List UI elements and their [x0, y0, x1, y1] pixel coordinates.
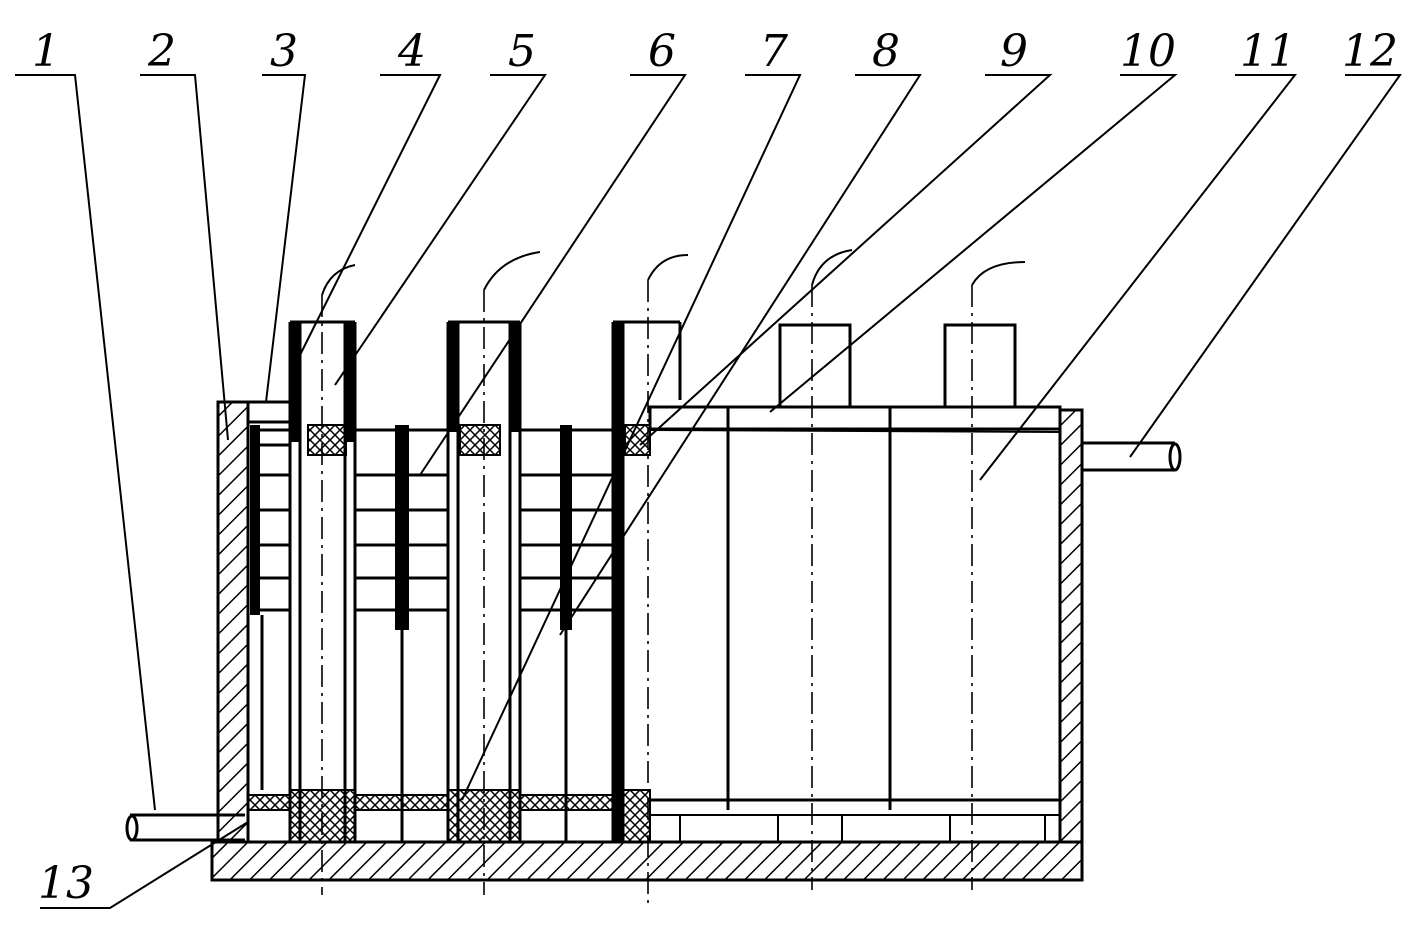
bottom-mesh — [247, 794, 614, 811]
lid-left — [246, 400, 295, 424]
label-12: 12 — [1342, 26, 1398, 77]
label-13: 13 — [38, 858, 94, 909]
right-wall — [1058, 408, 1084, 844]
right-cells — [650, 323, 1060, 842]
label-2: 2 — [147, 26, 176, 77]
label-8: 8 — [872, 26, 900, 77]
label-9: 9 — [1000, 26, 1028, 77]
label-5: 5 — [508, 26, 536, 77]
part-labels: 1 2 3 4 5 6 7 8 9 10 11 12 13 — [32, 26, 1398, 909]
inlet-pipe — [125, 813, 245, 842]
label-4: 4 — [397, 26, 426, 77]
label-10: 10 — [1120, 26, 1176, 77]
label-3: 3 — [270, 26, 298, 77]
tube-electrode-1 — [288, 320, 357, 843]
plate-stacks — [250, 425, 613, 842]
lid-right — [648, 405, 1062, 431]
tube-electrode-3 — [611, 320, 682, 843]
center-axes — [321, 249, 1026, 905]
label-11: 11 — [1240, 26, 1296, 77]
outlet-pipe — [1082, 441, 1182, 472]
tank-floor — [210, 840, 1084, 882]
label-7: 7 — [760, 26, 788, 77]
label-6: 6 — [648, 26, 676, 77]
left-wall — [216, 400, 250, 844]
leader-lines — [15, 74, 1402, 909]
label-1: 1 — [32, 26, 60, 77]
